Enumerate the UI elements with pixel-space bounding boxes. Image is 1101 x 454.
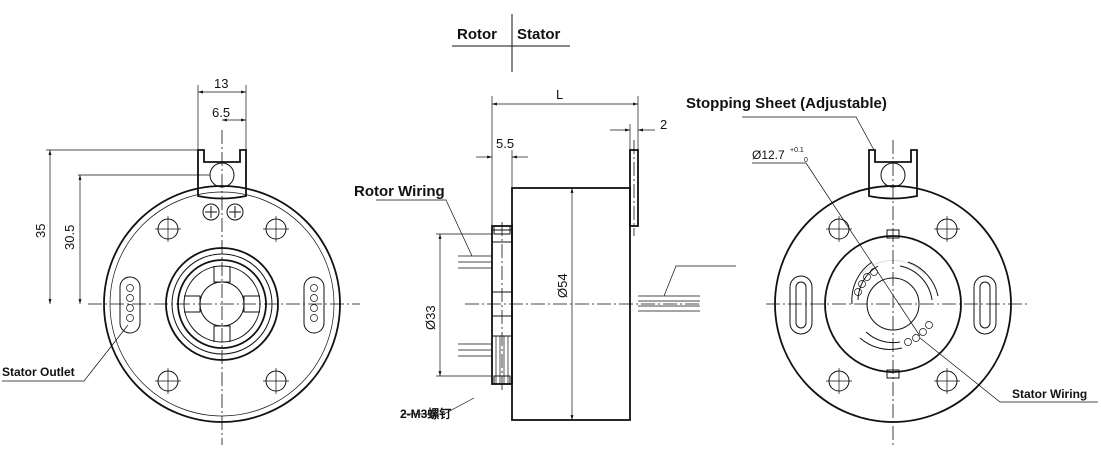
legend-rotor: Rotor bbox=[457, 26, 497, 43]
dim-d54: Ø54 bbox=[555, 273, 570, 298]
dim-30-5: 30.5 bbox=[62, 225, 77, 250]
label-stator-wiring: Stator Wiring bbox=[1012, 387, 1087, 401]
tol-upper: +0.1 bbox=[790, 147, 804, 154]
rotor-stator-legend: Rotor Stator bbox=[452, 14, 570, 72]
rear-view: Stopping Sheet (Adjustable) Ø12.7 +0.1 0… bbox=[686, 95, 1098, 445]
dim-5-5: 5.5 bbox=[496, 136, 514, 151]
label-m3-screw: 2-M3螺钉 bbox=[400, 406, 451, 421]
label-stopping-sheet: Stopping Sheet (Adjustable) bbox=[686, 95, 887, 112]
front-view: 35 30.5 13 6.5 Stator Outlet bbox=[2, 76, 360, 445]
dim-l: L bbox=[556, 87, 563, 102]
dim-35: 35 bbox=[33, 224, 48, 238]
dim-d12-7: Ø12.7 bbox=[752, 148, 785, 162]
dim-d33: Ø33 bbox=[423, 305, 438, 330]
label-stator-outlet: Stator Outlet bbox=[2, 365, 75, 379]
dim-6-5: 6.5 bbox=[212, 105, 230, 120]
stator-wiring-cluster bbox=[854, 268, 933, 346]
dim-2: 2 bbox=[660, 117, 667, 132]
dim-13: 13 bbox=[214, 76, 228, 91]
tol-lower: 0 bbox=[804, 157, 808, 164]
side-view: Rotor Wiring Ø33 Ø54 L 5.5 2 2-M3螺钉 bbox=[354, 87, 736, 421]
label-rotor-wiring: Rotor Wiring bbox=[354, 183, 445, 200]
legend-stator: Stator bbox=[517, 26, 561, 43]
